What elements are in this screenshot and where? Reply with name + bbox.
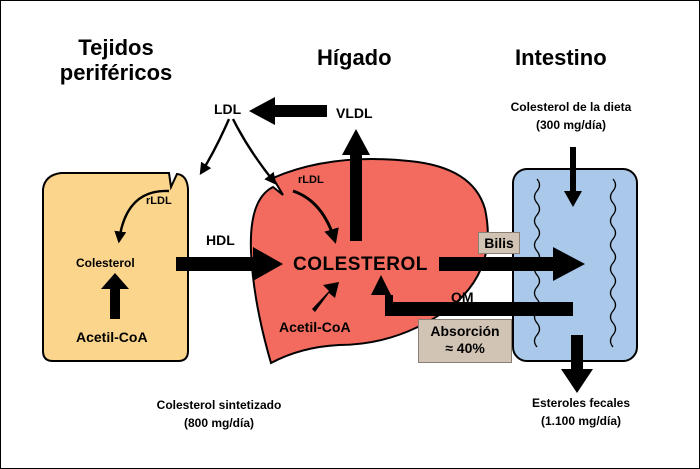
fecal-sterols-amount: (1.100 mg/día) xyxy=(540,414,622,428)
title-liver: Hígado xyxy=(317,45,392,70)
hdl-arrow xyxy=(176,247,283,281)
acetylcoa-to-cholesterol-liver-arrow xyxy=(312,282,339,312)
vldl-label: VLDL xyxy=(336,105,373,121)
absorption-box: Absorción ≈ 40% xyxy=(418,319,512,363)
ldl-label: LDL xyxy=(214,101,242,117)
synthesized-cholesterol-amount: (800 mg/día) xyxy=(183,416,255,430)
diet-arrow xyxy=(564,147,582,207)
absorption-value: ≈ 40% xyxy=(445,339,485,356)
qm-absorption-arrow xyxy=(371,275,573,316)
peripheral-tissue-cell xyxy=(42,172,189,362)
liver-acetylcoa-label: Acetil-CoA xyxy=(279,319,351,335)
peripheral-cholesterol-label: Colesterol xyxy=(76,256,135,270)
intestine-villi-right xyxy=(609,178,617,348)
rldl-liver-uptake-arrow xyxy=(292,189,339,244)
title-peripheral-tissues: Tejidos periféricos xyxy=(59,35,173,86)
bile-arrow xyxy=(439,247,585,281)
fecal-sterols-arrow xyxy=(561,335,593,393)
synthesized-cholesterol-label: Colesterol sintetizado xyxy=(156,398,282,412)
rldl-liver-label: rLDL xyxy=(298,174,324,186)
fecal-sterols-label: Esteroles fecales xyxy=(531,396,631,410)
peripheral-acetylcoa-label: Acetil-CoA xyxy=(76,329,148,345)
bile-box: Bilis xyxy=(478,232,520,254)
diet-cholesterol-label: Colesterol de la dieta xyxy=(510,100,632,114)
absorption-label: Absorción xyxy=(430,323,500,339)
title-intestine: Intestino xyxy=(515,45,607,70)
diet-cholesterol-amount: (300 mg/día) xyxy=(535,118,607,132)
vldl-to-ldl-arrow xyxy=(249,97,327,125)
acetylcoa-to-cholesterol-peripheral-arrow xyxy=(101,273,129,319)
hdl-label: HDL xyxy=(206,232,235,248)
liver-cholesterol-label: COLESTEROL xyxy=(293,254,428,275)
ldl-to-peripheral-arrow xyxy=(199,118,231,176)
rldl-peripheral-uptake-arrow xyxy=(114,189,170,244)
bile-label: Bilis xyxy=(484,235,514,251)
qm-label: QM xyxy=(451,289,474,305)
liver-to-vldl-arrow xyxy=(342,129,370,241)
rldl-peripheral-label: rLDL xyxy=(146,195,172,207)
ldl-to-liver-arrow xyxy=(231,118,277,185)
